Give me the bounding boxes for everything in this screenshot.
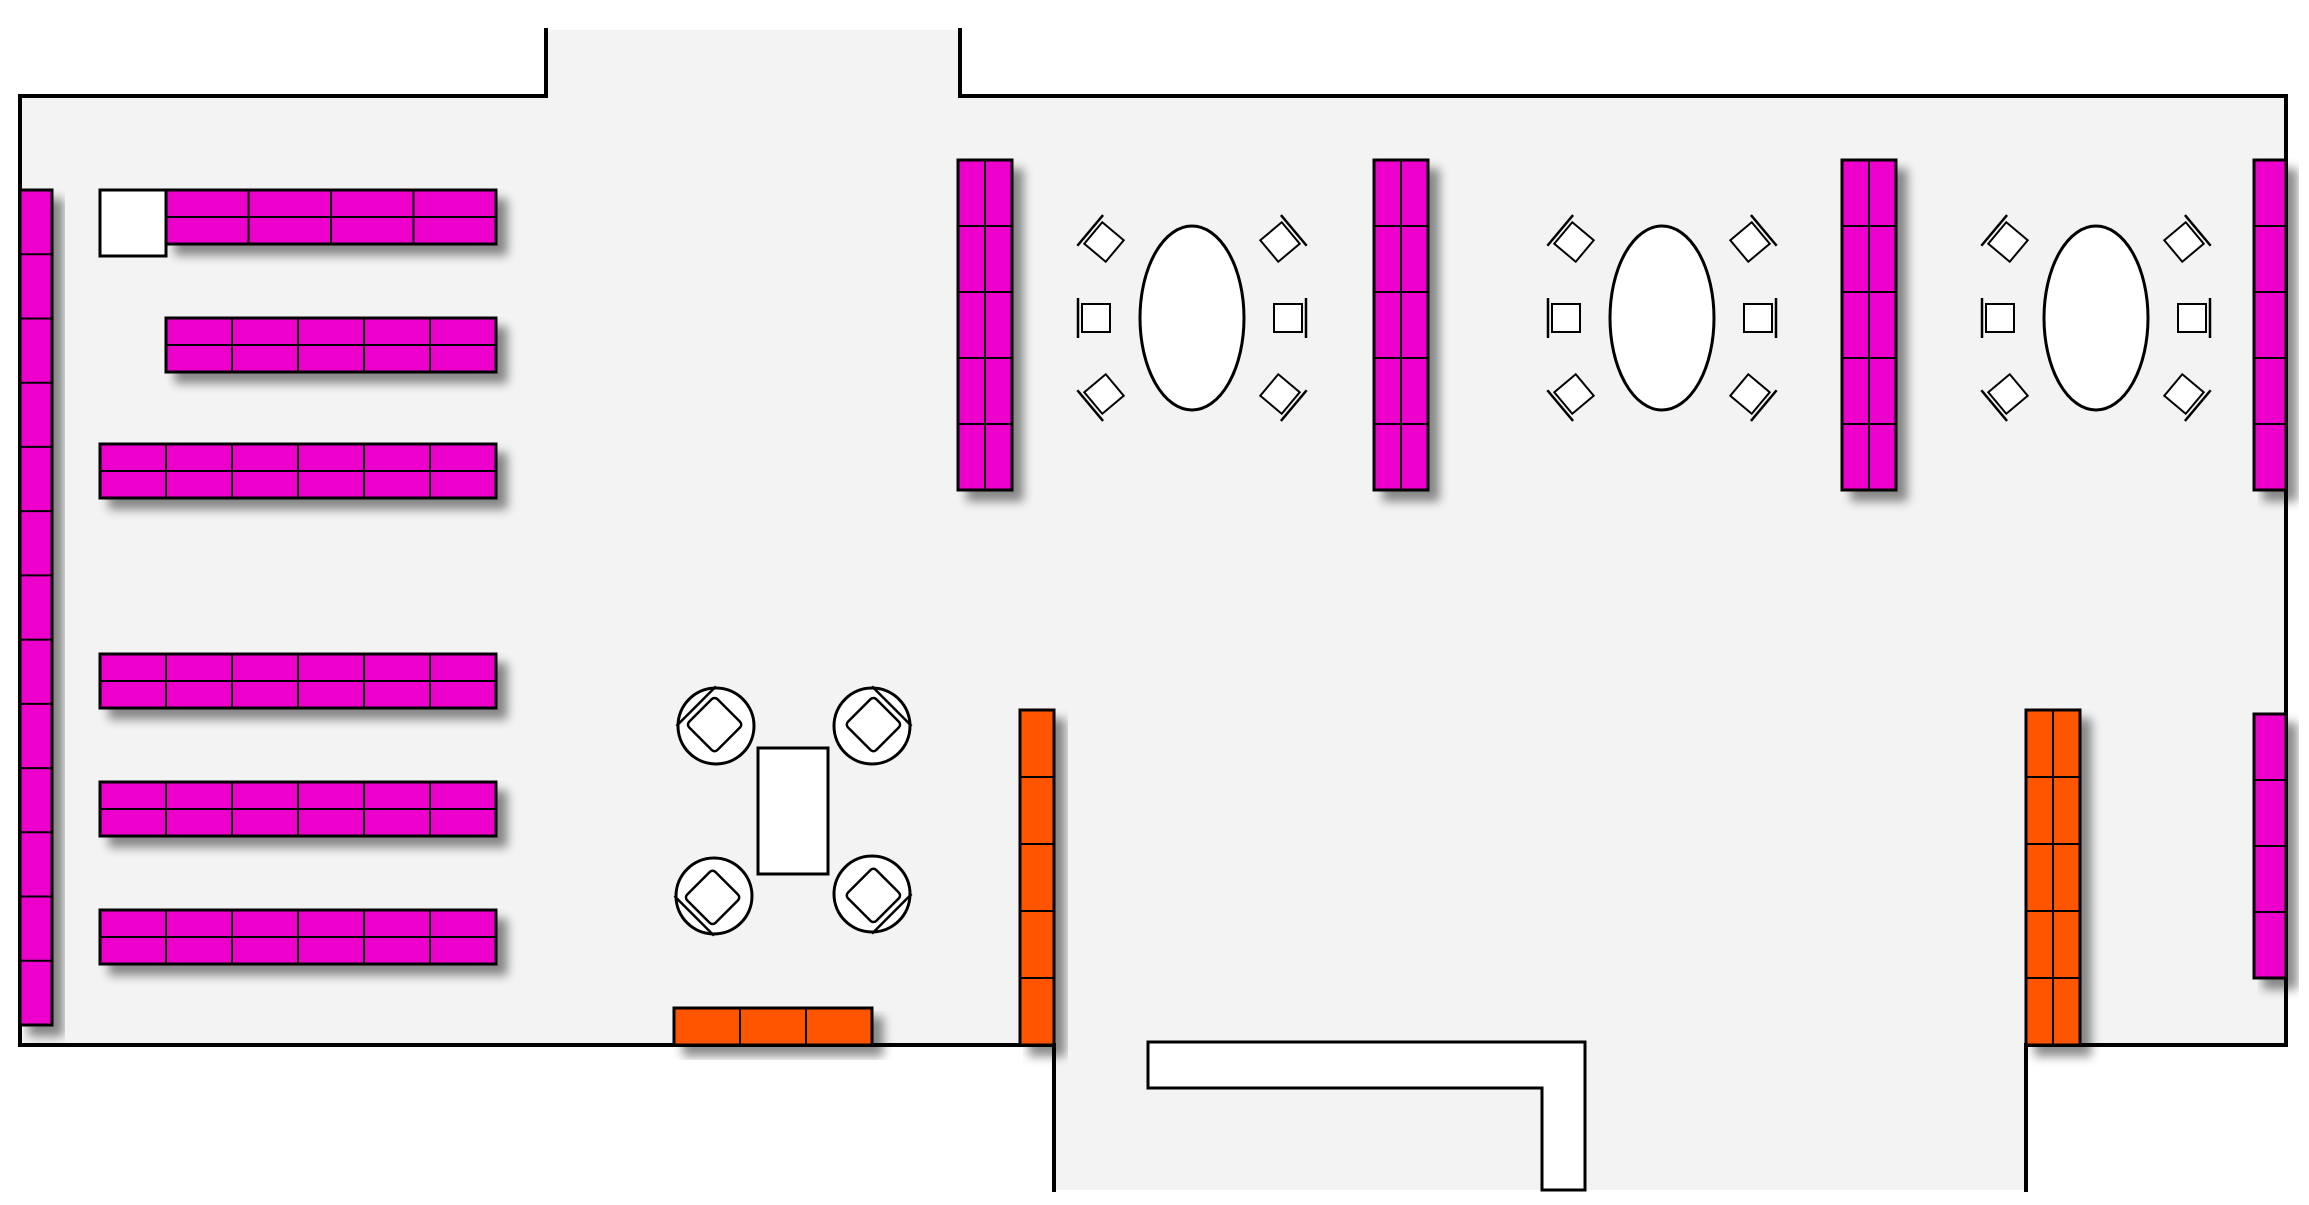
chair-icon <box>1258 214 1308 264</box>
oval-table-icon <box>2042 224 2150 412</box>
armchair-top-left <box>675 685 756 766</box>
chair-icon <box>2177 298 2212 338</box>
chair-icon <box>1273 298 1308 338</box>
shelf-row-5 <box>98 780 498 838</box>
lounge-area <box>673 685 913 937</box>
orange-shelf-left <box>1018 708 1056 1047</box>
chair-icon <box>1728 372 1778 422</box>
armchair-bottom-left <box>673 856 754 937</box>
shelf-column-3 <box>1840 158 1898 492</box>
chair-icon <box>1258 372 1308 422</box>
armchair-top-right <box>832 685 913 766</box>
shelf-column-1 <box>956 158 1014 492</box>
orange-shelves <box>672 708 2082 1047</box>
oval-table-icon <box>1608 224 1716 412</box>
chair-icon <box>1076 214 1126 264</box>
chair-icon <box>1546 372 1596 422</box>
chair-icon <box>2162 214 2212 264</box>
chair-icon <box>1546 298 1581 338</box>
oval-table-icon <box>1138 224 1246 412</box>
chair-icon <box>2162 372 2212 422</box>
oval-table-1 <box>1076 214 1308 422</box>
chair-icon <box>1076 372 1126 422</box>
shelf-row-3 <box>98 442 498 500</box>
shelf-left-wall <box>18 188 54 1027</box>
chair-icon <box>1980 372 2030 422</box>
chair-icon <box>1743 298 1778 338</box>
magenta-shelves <box>18 158 2288 1027</box>
service-desk <box>1146 1040 1587 1192</box>
shelf-right-wall-lower <box>2252 712 2288 980</box>
shelf-row-1 <box>164 188 498 246</box>
oval-table-2 <box>1546 214 1778 422</box>
chair-icon <box>1980 298 2015 338</box>
chair-icon <box>1546 214 1596 264</box>
coffee-table <box>756 746 830 876</box>
orange-shelf-right <box>2024 708 2082 1047</box>
oval-tables <box>1076 214 2212 422</box>
chair-icon <box>1728 214 1778 264</box>
shelf-column-2 <box>1372 158 1430 492</box>
shelf-right-wall-upper <box>2252 158 2288 492</box>
catalog-terminal <box>98 188 168 258</box>
armchair-bottom-right <box>832 854 913 935</box>
shelf-row-2 <box>164 316 498 374</box>
oval-table-3 <box>1980 214 2212 422</box>
shelf-row-6 <box>98 908 498 966</box>
chair-icon <box>1980 214 2030 264</box>
orange-shelf-bottom <box>672 1006 874 1047</box>
shelf-row-4 <box>98 652 498 710</box>
floor <box>20 30 2286 1190</box>
chair-icon <box>1076 298 1111 338</box>
